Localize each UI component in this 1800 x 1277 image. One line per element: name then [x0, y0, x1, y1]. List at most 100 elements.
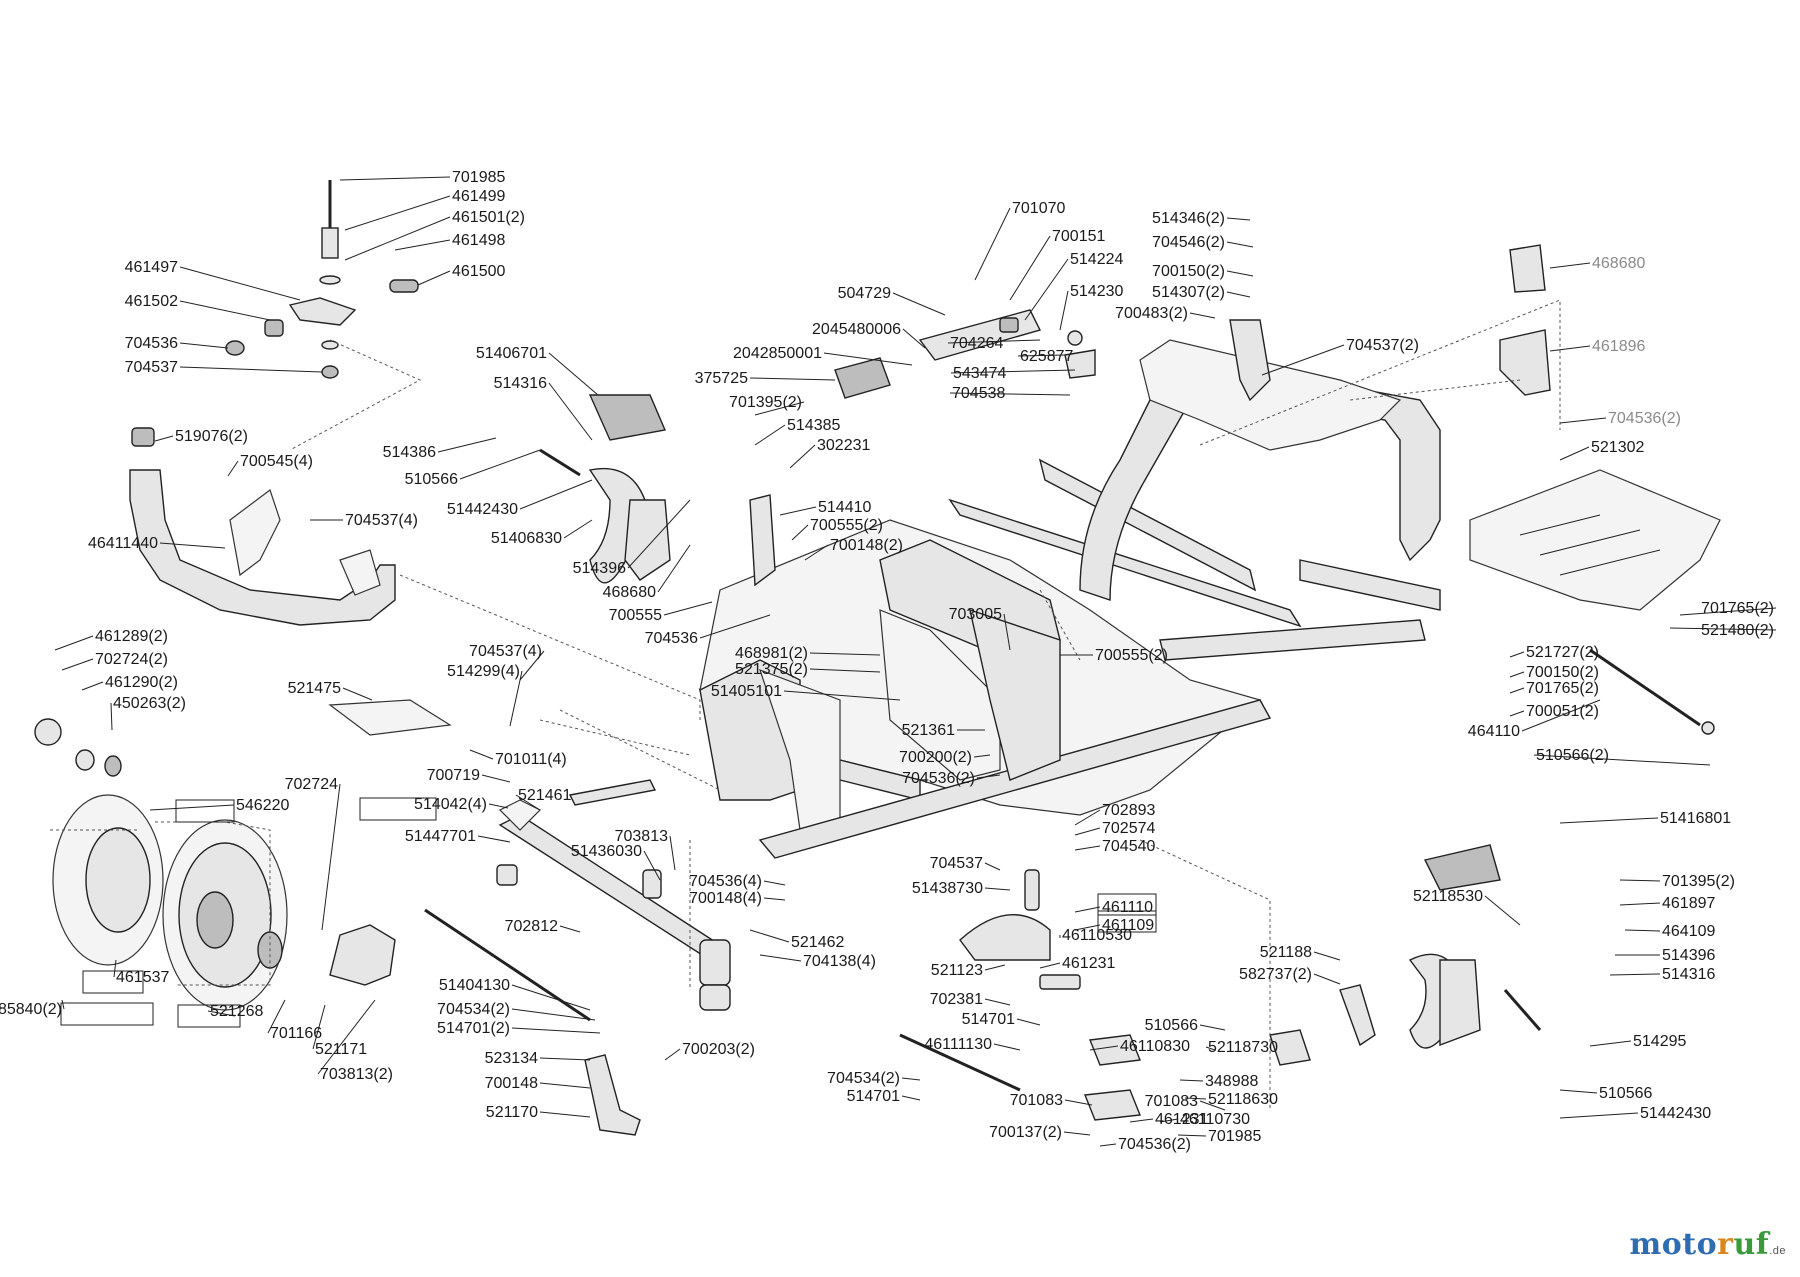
callout-label: 700148	[485, 1075, 538, 1092]
callout-label: 461897	[1662, 895, 1715, 912]
callout-label: 51436030	[571, 843, 642, 860]
leader-line	[1226, 270, 1254, 277]
leader-line	[1179, 1079, 1204, 1082]
callout-label: 461109	[1102, 917, 1154, 934]
leader-line	[539, 1082, 591, 1089]
callout-label: 52118730	[1208, 1039, 1278, 1056]
callout-label: 700555(2)	[810, 517, 883, 534]
callout-label: 514701(2)	[437, 1020, 510, 1037]
callout-label: 521727(2)	[1526, 644, 1599, 661]
callout-label: 704546(2)	[1152, 234, 1225, 251]
callout-label: 701985	[452, 169, 505, 186]
callout-label: 468981(2)	[735, 645, 808, 662]
leader-line	[344, 216, 451, 261]
callout-label: 514396	[1662, 947, 1715, 964]
callout-label: 46411440	[88, 535, 158, 552]
callout-label: 700137(2)	[989, 1124, 1062, 1141]
leader-line	[901, 1095, 921, 1101]
leader-line	[110, 702, 113, 731]
leader-line	[1533, 754, 1711, 766]
callout-label: 51406701	[476, 345, 547, 362]
callout-label: 702724(2)	[95, 651, 168, 668]
leader-line	[984, 862, 1001, 871]
callout-label: 514299(4)	[447, 663, 520, 680]
callout-label: 514042(4)	[414, 796, 487, 813]
callout-label: 704536(2)	[1118, 1136, 1191, 1153]
leader-line	[1039, 962, 1061, 969]
leader-line	[519, 479, 593, 510]
callout-label: 51442430	[447, 501, 518, 518]
leader-line	[1549, 262, 1591, 269]
callout-label: 514316	[494, 375, 547, 392]
leader-line	[207, 1010, 236, 1017]
leader-line	[657, 544, 691, 593]
leader-line	[1509, 710, 1525, 717]
leader-line	[159, 542, 226, 549]
leader-line	[779, 506, 817, 516]
leader-line	[417, 270, 451, 286]
front-axle	[328, 699, 731, 1011]
leader-line	[312, 1004, 326, 1050]
callout-label: 702381	[930, 991, 983, 1008]
leader-line	[664, 1048, 681, 1061]
leader-line	[663, 601, 713, 616]
callout-label: 704534(2)	[827, 1070, 900, 1087]
leader-line	[1099, 1143, 1117, 1147]
callout-label: 514386	[383, 444, 436, 461]
leader-line	[1074, 845, 1101, 851]
leader-line	[791, 524, 809, 541]
leader-line	[317, 999, 376, 1075]
callout-label: 700150(2)	[1526, 664, 1599, 681]
callout-label: 700545(4)	[240, 453, 313, 470]
callout-label: 461231	[1155, 1111, 1208, 1128]
leader-line	[1313, 973, 1341, 985]
leader-line	[1159, 1118, 1179, 1123]
leader-line	[749, 929, 790, 943]
callout-label: 468680	[1592, 255, 1645, 272]
callout-label: 704537(4)	[469, 643, 542, 660]
callout-label: 461231	[1062, 955, 1115, 972]
callout-label: 521170	[486, 1104, 538, 1121]
leader-line	[1559, 446, 1590, 461]
callout-label: 704536(2)	[902, 770, 975, 787]
leader-line	[1559, 1089, 1598, 1094]
leader-line	[539, 1111, 591, 1118]
callout-label: 700719	[427, 767, 480, 784]
leader-line	[179, 300, 271, 321]
leader-line	[1609, 973, 1661, 976]
callout-label: 52118630	[1208, 1091, 1278, 1108]
callout-boxes	[60, 797, 1157, 1028]
shift-lever	[834, 309, 1096, 399]
callout-label: 523134	[485, 1050, 538, 1067]
leader-line	[563, 519, 593, 539]
leader-line	[515, 794, 541, 811]
callout-label: 701395(2)	[729, 394, 802, 411]
leader-line	[394, 239, 451, 251]
callout-label: 46110830	[1120, 1038, 1190, 1055]
callout-label: 51405101	[711, 683, 782, 700]
leader-line	[1189, 312, 1216, 319]
leader-line	[1089, 1045, 1119, 1051]
leader-line	[481, 774, 511, 783]
leader-line	[643, 850, 661, 881]
callout-label: 2042850001	[733, 345, 822, 362]
leader-line	[976, 774, 1001, 779]
callout-label: 700555	[609, 607, 662, 624]
callout-label: 510566	[1145, 1017, 1198, 1034]
callout-labels: 701985461499461501(2)4614984615004614974…	[0, 169, 1774, 1153]
leader-line	[1549, 345, 1591, 352]
leader-line	[1074, 924, 1101, 931]
leader-line	[437, 437, 497, 453]
callout-label: 521375(2)	[735, 661, 808, 678]
callout-label: 461498	[452, 232, 505, 249]
callout-label: 704538	[952, 385, 1005, 402]
leader-line	[1003, 613, 1011, 651]
leader-line	[809, 652, 881, 656]
leader-line	[1679, 607, 1777, 616]
leader-line	[1129, 1118, 1154, 1123]
callout-label: 521475	[288, 680, 341, 697]
callout-label: 704537	[125, 359, 178, 376]
leader-line	[984, 964, 1006, 971]
leader-line	[1017, 354, 1066, 357]
